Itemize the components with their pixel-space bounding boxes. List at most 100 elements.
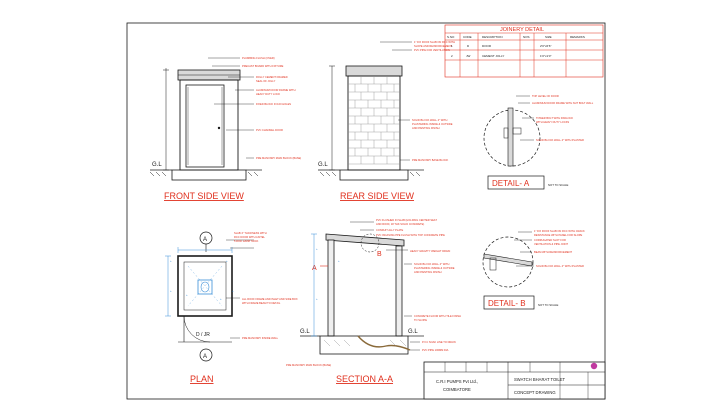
- svg-text:TO SLOPE: TO SLOPE: [414, 318, 427, 322]
- svg-text:SOLID BLOCK WALL 4" WITH: SOLID BLOCK WALL 4" WITH: [412, 118, 447, 122]
- svg-text:1" FIX ROOF SLAB ON RCC WITH C: 1" FIX ROOF SLAB ON RCC WITH CRACK: [534, 229, 585, 233]
- joinery-header: DESCRIPTION: [482, 35, 503, 39]
- project-name: SWATCH BHARAT TOILET: [514, 377, 566, 382]
- title-block: C.R.I PUMPS Pvt Ltd., COIMBATORE SWATCH …: [423, 361, 606, 400]
- front-gl-label: G.L: [152, 162, 162, 168]
- svg-text:ALL ROOF FRAME AND INLET AND S: ALL ROOF FRAME AND INLET AND SIDE BOX: [242, 297, 298, 301]
- svg-text:SOLID BLOCK WALL 4" WITH: SOLID BLOCK WALL 4" WITH: [414, 262, 449, 266]
- svg-text:CONCRETE FLOOR WITH TILE FINIS: CONCRETE FLOOR WITH TILE FINISH: [414, 314, 461, 318]
- detail-a-scale: NOT TO SCALE: [548, 183, 568, 187]
- svg-text:+: +: [170, 259, 172, 263]
- sheet-border: [126, 22, 606, 400]
- joinery-cell: D: [467, 44, 470, 48]
- svg-text:WITH FRAME BEAM TO DETAIL: WITH FRAME BEAM TO DETAIL: [242, 301, 281, 305]
- svg-text:+: +: [220, 297, 222, 301]
- joinery-header: REMARKS: [570, 35, 585, 39]
- section-a-a: B A +++ PVC FLUSHED IN SLAB (HOLDING CEN…: [286, 218, 461, 384]
- section-roof-slab: [325, 233, 405, 247]
- svg-text:PRE MASONRY MAIN BLOCK (BASE): PRE MASONRY MAIN BLOCK (BASE): [286, 363, 331, 367]
- section-marker-a: A: [312, 265, 317, 272]
- plan-inner-room: [183, 261, 227, 311]
- section-drain-pipe: [357, 335, 411, 351]
- svg-text:+: +: [170, 289, 172, 293]
- svg-text:RESISTANCE WITH PANEL FOR SLOP: RESISTANCE WITH PANEL FOR SLOPE: [534, 233, 583, 237]
- svg-text:P.V.C SOAK LINE TO DRAIN: P.V.C SOAK LINE TO DRAIN: [422, 340, 456, 344]
- detail-b-title-box: [483, 295, 535, 310]
- plan-outer-wall: [177, 255, 233, 317]
- svg-text:PRECAST BOARD WITH FIXTURE: PRECAST BOARD WITH FIXTURE: [242, 64, 284, 68]
- section-left-wall: [327, 239, 335, 337]
- svg-text:WITH HEAVY DUTY LOCKS: WITH HEAVY DUTY LOCKS: [536, 120, 569, 124]
- svg-text:+: +: [186, 293, 188, 297]
- joinery-cell: 1: [451, 44, 453, 48]
- rear-gl-label: G.L: [318, 162, 328, 168]
- joinery-cell: 1'0"x1'0": [540, 54, 551, 58]
- plan-door-swing: [183, 315, 211, 343]
- joinery-cell: 2'0"x6'6": [540, 44, 551, 48]
- svg-text:PVC PIPE 100MM DIA: PVC PIPE 100MM DIA: [422, 348, 449, 352]
- company-logo: [590, 362, 598, 370]
- section-gl-left: G.L: [300, 329, 310, 335]
- joinery-header: SIZE: [545, 35, 552, 39]
- section-gl-right: G.L: [408, 329, 418, 335]
- svg-text:AND PAINTING FINISH: AND PAINTING FINISH: [412, 126, 440, 130]
- svg-text:PRE MASONRY MAIN BLOCK (BASE): PRE MASONRY MAIN BLOCK (BASE): [256, 156, 301, 160]
- section-floor-base: [319, 335, 409, 355]
- detail-a-title-box: [487, 175, 545, 190]
- front-view-title: FRONT SIDE VIEW: [164, 191, 244, 201]
- joinery-cell: 2: [451, 54, 453, 58]
- rear-base: [339, 169, 409, 181]
- svg-text:PRE MASONRY BASE BLOCK: PRE MASONRY BASE BLOCK: [412, 158, 448, 162]
- detail-b-scale: NOT TO SCALE: [538, 303, 558, 307]
- joinery-table: JOINERY DETAIL S.NO CODE DESCRIPTION NOS…: [444, 24, 604, 78]
- plan-title: PLAN: [190, 374, 214, 384]
- svg-text:PRE MASONRY INSIDE WALL: PRE MASONRY INSIDE WALL: [242, 336, 279, 340]
- section-title: SECTION A-A: [336, 374, 393, 384]
- section-right-wall: [395, 245, 403, 337]
- joinery-cell: CEMENT JOLLY: [482, 54, 504, 58]
- section-detail-b-callout: [360, 233, 380, 253]
- front-wall-outline: [179, 79, 239, 171]
- rear-side-view: 1" FIX ROOF SLAB ON RCC WITH SLOPE AND R…: [318, 40, 455, 201]
- svg-text:1" FIX ROOF SLAB ON RCC WITH: 1" FIX ROOF SLAB ON RCC WITH: [414, 40, 455, 44]
- plan-view: A D / JR ++ ++ ++ A SLAB 4" THICKNESS WI…: [165, 231, 298, 384]
- svg-text:SLAB 4" THICKNESS WITH: SLAB 4" THICKNESS WITH: [234, 231, 267, 235]
- svg-text:TOWER BOLT WITH PADLOCK: TOWER BOLT WITH PADLOCK: [536, 116, 573, 120]
- joinery-header: NOS: [523, 35, 530, 39]
- drawing-type: CONCEPT DRAWING: [514, 390, 556, 395]
- svg-text:SOLID BLOCK WALL 4" WITH PLAST: SOLID BLOCK WALL 4" WITH PLASTER: [536, 264, 584, 268]
- rear-view-title: REAR SIDE VIEW: [340, 191, 415, 201]
- svg-text:BEAM WITH REINFORCEMENT: BEAM WITH REINFORCEMENT: [534, 250, 572, 254]
- detail-a: TOP LEVEL OF DOOR ALUMINIUM DOOR FRAME W…: [483, 94, 594, 190]
- svg-text:PVC FLUSHED IN SLAB (HOLDING C: PVC FLUSHED IN SLAB (HOLDING CENTER SEAT: [376, 218, 437, 222]
- joinery-title: JOINERY DETAIL: [500, 27, 544, 33]
- svg-text:PVC INCASING PPE FLUSH WITH TO: PVC INCASING PPE FLUSH WITH TOP CONCRETE…: [376, 233, 445, 237]
- joinery-header: CODE: [463, 35, 472, 39]
- svg-text:TOP LEVEL OF DOOR: TOP LEVEL OF DOOR: [532, 94, 559, 98]
- svg-text:SOLID BLOCK WALL 4" WITH PLAST: SOLID BLOCK WALL 4" WITH PLASTER: [536, 138, 584, 142]
- svg-text:SEAL OF JOLLY: SEAL OF JOLLY: [256, 79, 276, 83]
- detail-a-title: DETAIL- A: [492, 179, 530, 188]
- plan-section-marker-bottom: [199, 348, 213, 362]
- joinery-header: S.NO: [447, 35, 455, 39]
- svg-text:HEAVY DUTY LOCK: HEAVY DUTY LOCK: [256, 92, 280, 96]
- detail-b: 1" FIX ROOF SLAB ON RCC WITH CRACK RESIS…: [482, 229, 585, 310]
- svg-text:+: +: [232, 289, 234, 293]
- company-name: C.R.I PUMPS Pvt Ltd.,: [436, 379, 478, 384]
- detail-b-title: DETAIL- B: [488, 299, 526, 308]
- svg-text:PVC PIPE FOR VENTILATION: PVC PIPE FOR VENTILATION: [414, 48, 450, 52]
- plan-marker-a-bottom: A: [203, 354, 207, 360]
- front-door: [185, 84, 225, 168]
- svg-text:+: +: [226, 259, 228, 263]
- svg-text:PLUMBING FLUSH (OVER): PLUMBING FLUSH (OVER): [242, 56, 275, 60]
- svg-text:+: +: [338, 259, 340, 263]
- section-marker-b: B: [377, 251, 382, 258]
- svg-text:CONDUIT ALLY PLATE: CONDUIT ALLY PLATE: [376, 228, 403, 232]
- rear-roof-slab: [345, 65, 403, 77]
- svg-text:FIXED BLOCK IN 100 HOLES: FIXED BLOCK IN 100 HOLES: [256, 102, 291, 106]
- detail-b-circle: [482, 236, 534, 288]
- svg-text:CORRUGATED SLOT FOR: CORRUGATED SLOT FOR: [534, 238, 566, 242]
- plan-dimension-lines: [165, 247, 233, 317]
- front-side-view: PLUMBING FLUSH (OVER) PRECAST BOARD WITH…: [149, 56, 301, 201]
